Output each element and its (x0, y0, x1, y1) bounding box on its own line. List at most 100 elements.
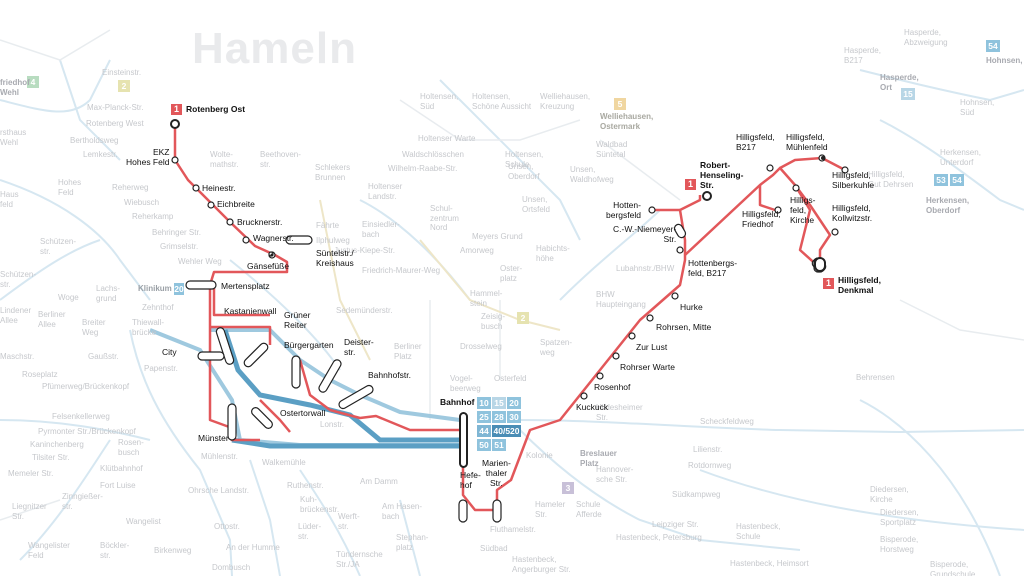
bg-label: Hohnsen, Süd (960, 98, 995, 117)
zone-badge: 53 (934, 174, 948, 186)
line-badge[interactable]: 15 (492, 397, 506, 409)
stop-muenster[interactable]: Münster (198, 433, 229, 443)
stop-rohrsen-mitte[interactable]: Rohrsen, Mitte (656, 322, 712, 332)
bg-label: Ilphulweg (316, 236, 350, 245)
bg-label: Amorweg (460, 246, 494, 255)
stop-mertensplatz[interactable]: Mertensplatz (221, 281, 270, 291)
stop-deisterstr[interactable]: Deister- str. (344, 337, 374, 357)
bg-label: Behrensen (856, 373, 895, 382)
stop-hurke[interactable]: Hurke (680, 302, 703, 312)
stop-rosenhof[interactable]: Rosenhof (594, 382, 631, 392)
bg-label: Beethoven- str. (260, 150, 301, 169)
bg-label: Zeisig- busch (481, 312, 506, 331)
bg-label: Hasperde, B217 (844, 46, 881, 65)
stop-hilligsfeld-kirche[interactable]: Hilligs- feld, Kirche (790, 195, 816, 225)
stop-cw-niemeyer-str[interactable]: C.-W.-Niemeyer- Str. (613, 224, 677, 244)
line-badge[interactable]: 25 (477, 411, 491, 423)
stop-rotenberg-ost[interactable]: Rotenberg Ost (186, 104, 246, 114)
bg-label: Südbad (480, 544, 508, 553)
stop-robert-henseling-str[interactable]: Robert- Henseling- Str. (700, 160, 744, 190)
stop-gaensefuesse[interactable]: Gänsefüße (247, 261, 290, 271)
stop-suentelstr-kreishaus[interactable]: Süntelstr./ Kreishaus (316, 248, 354, 268)
line-badge[interactable]: 20 (507, 397, 521, 409)
stop-bahnhofstr[interactable]: Bahnhofstr. (368, 370, 412, 380)
stop-hottenbergsfeld[interactable]: Hotten- bergsfeld (606, 200, 641, 220)
bg-label: Am Hasen- bach (382, 502, 423, 521)
stop-ekz-hohes-feld[interactable]: EKZ Hohes Feld (126, 147, 170, 167)
zone-badge: 2 (517, 312, 529, 324)
stop-hilligsfeld-b217[interactable]: Hilligsfeld, B217 (736, 132, 775, 152)
bg-label: Ottostr. (214, 522, 240, 531)
stop-heinestr[interactable]: Heinestr. (202, 183, 236, 193)
bg-label: Hastenbeck, Angerburger Str. (512, 555, 571, 574)
line-badge[interactable]: 51 (492, 439, 506, 451)
stop-kuckuck[interactable]: Kuckuck (576, 402, 609, 412)
bg-label: Schlekers Brunnen (315, 163, 351, 182)
stop-hilligsfeld-muehlenfeld[interactable]: Hilligsfeld, Mühlenfeld (786, 132, 828, 152)
bg-label: Wangelist (126, 517, 161, 526)
bg-label: Justus-Kiepe-Str. (334, 246, 395, 255)
stop-hefehof[interactable]: Hefe- hof (460, 470, 481, 490)
stop-bahnhof[interactable]: Bahnhof (440, 397, 475, 407)
bg-label: Lonstr. (320, 420, 345, 429)
bg-label: Oster- platz (500, 264, 523, 283)
bg-label: Holtensen, Süd (420, 92, 459, 111)
line-badge[interactable]: 30 (507, 411, 521, 423)
bg-label: Haus feld (0, 190, 19, 209)
bg-label: Wangelister Feld (28, 541, 70, 560)
bg-label: Thiewall- brücke (132, 318, 165, 337)
bg-label: Bisperode, Horstweg (880, 535, 919, 554)
stop-brucknerstr[interactable]: Brucknerstr. (237, 217, 283, 227)
bg-label: Hohnsen, (986, 56, 1023, 65)
stop-hilligsfeld-silberkuhle[interactable]: Hilligsfeld, Silberkuhle (832, 170, 875, 190)
bg-label: Hastenbeck, Petersburg (616, 533, 702, 542)
bg-label: Kuh- brückenstr. (300, 495, 340, 514)
bg-label: Hameler Str. (535, 500, 566, 519)
bg-label: Hasperde, Abzweigung (904, 28, 948, 47)
stop-hilligsfeld-denkmal[interactable]: Hilligsfeld, Denkmal (838, 275, 881, 295)
bg-label: Holtensen, Schule (505, 150, 544, 169)
bg-label: Fort Luise (100, 481, 136, 490)
stop-eichbreite[interactable]: Eichbreite (217, 199, 255, 209)
zone-badge: 5 (614, 98, 626, 110)
bg-label: Lilienstr. (693, 445, 723, 454)
stop-hottenbergsfeld-b217[interactable]: Hottenbergs- feld, B217 (688, 258, 738, 278)
line-badge[interactable]: 44 (477, 425, 491, 437)
bg-label: Hilligsfeld, Gut Dehrsen (868, 170, 914, 189)
stop-ostertorwall[interactable]: Ostertorwall (280, 408, 326, 418)
bg-label: Ruthenstr. (287, 481, 324, 490)
stop-city[interactable]: City (162, 347, 177, 357)
stop-rohrser-warte[interactable]: Rohrser Warte (620, 362, 675, 372)
stop-buergergarten[interactable]: Bürgergarten (284, 340, 334, 350)
bg-label: Hastenbeck, Schule (736, 522, 781, 541)
bg-label: Einsteinstr. (102, 68, 142, 77)
line-badge[interactable]: 10 (477, 397, 491, 409)
line-badge[interactable]: 50 (477, 439, 491, 451)
bg-label: Lemkestr. (83, 150, 118, 159)
line-badge[interactable]: 28 (492, 411, 506, 423)
bg-label: Drosselweg (460, 342, 502, 351)
stop-hilligsfeld-kollwitzstr[interactable]: Hilligsfeld, Kollwitzstr. (832, 203, 873, 223)
bg-label: friedhof Wehl (0, 78, 30, 97)
stop-kastanienwall[interactable]: Kastanienwall (224, 306, 277, 316)
bg-label: Schützen- str. (0, 270, 37, 289)
bg-label: Grimselstr. (160, 242, 199, 251)
bg-label: Berliner Allee (38, 310, 66, 329)
bg-label: Dombusch (212, 563, 251, 572)
bg-label: Woge (58, 293, 79, 302)
stop-hilligsfeld-friedhof[interactable]: Hilligsfeld, Friedhof (742, 209, 781, 229)
stop-marienthaler-str[interactable]: Marien- thaler Str. (482, 458, 511, 488)
bg-label: Stephan- platz (396, 533, 429, 552)
stop-gruener-reiter[interactable]: Grüner Reiter (284, 310, 311, 330)
bg-label: Wilhelm-Raabe-Str. (388, 164, 458, 173)
bg-label: Holtenser Warte (418, 134, 476, 143)
stop-zur-lust[interactable]: Zur Lust (636, 342, 668, 352)
zone-badge: 4 (27, 76, 39, 88)
bg-label: Max-Planck-Str. (87, 103, 144, 112)
stop-wagnerstr[interactable]: Wagnerstr. (253, 233, 294, 243)
line-badge[interactable]: 40/520 (492, 425, 521, 437)
bg-label: Birkenweg (154, 546, 192, 555)
bg-label: Unsen, Ortsfeld (522, 195, 551, 214)
